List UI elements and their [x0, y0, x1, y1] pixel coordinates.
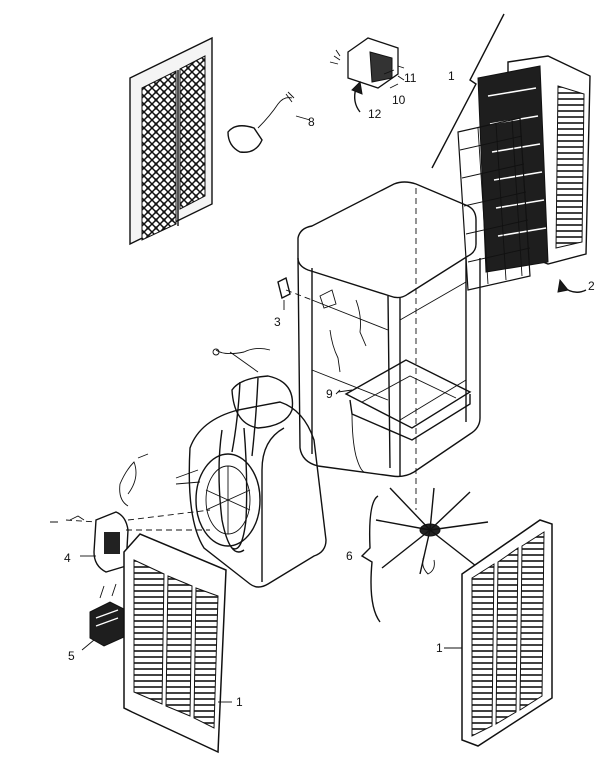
control-box-part-5 [89, 583, 127, 647]
side-panel-top-right [457, 55, 591, 291]
callout-2: 2 [588, 279, 595, 293]
callout-8: 8 [308, 115, 315, 129]
callout-1-bottom: 1 [236, 695, 243, 709]
louvered-panel-bottom-left [123, 533, 232, 754]
callout-5: 5 [68, 649, 75, 663]
callout-12: 12 [368, 107, 382, 121]
callout-3: 3 [274, 315, 281, 329]
blower-housing [175, 347, 327, 588]
callout-1-top: 1 [448, 69, 455, 83]
clip-part-3 [277, 276, 291, 310]
callout-11: 11 [404, 71, 417, 85]
louvered-panel-bottom-right [444, 519, 553, 747]
filter-panel-top-left [129, 36, 213, 246]
switch-assembly-parts-10-11 [329, 37, 405, 89]
cabinet-frame [285, 181, 481, 510]
motor-part-4 [50, 453, 211, 573]
float-switch-part-8 [227, 91, 311, 153]
callout-6: 6 [346, 549, 353, 563]
arrow-part-2 [557, 278, 587, 293]
bracket-group-1 [431, 13, 505, 169]
arrow-part-12 [351, 80, 363, 113]
callout-9: 9 [326, 387, 333, 401]
leader-lines [80, 69, 399, 651]
water-distributor-part-6 [360, 487, 489, 623]
callout-10: 10 [392, 93, 406, 107]
callout-1-right: 1 [436, 641, 443, 655]
callout-4: 4 [64, 551, 71, 565]
